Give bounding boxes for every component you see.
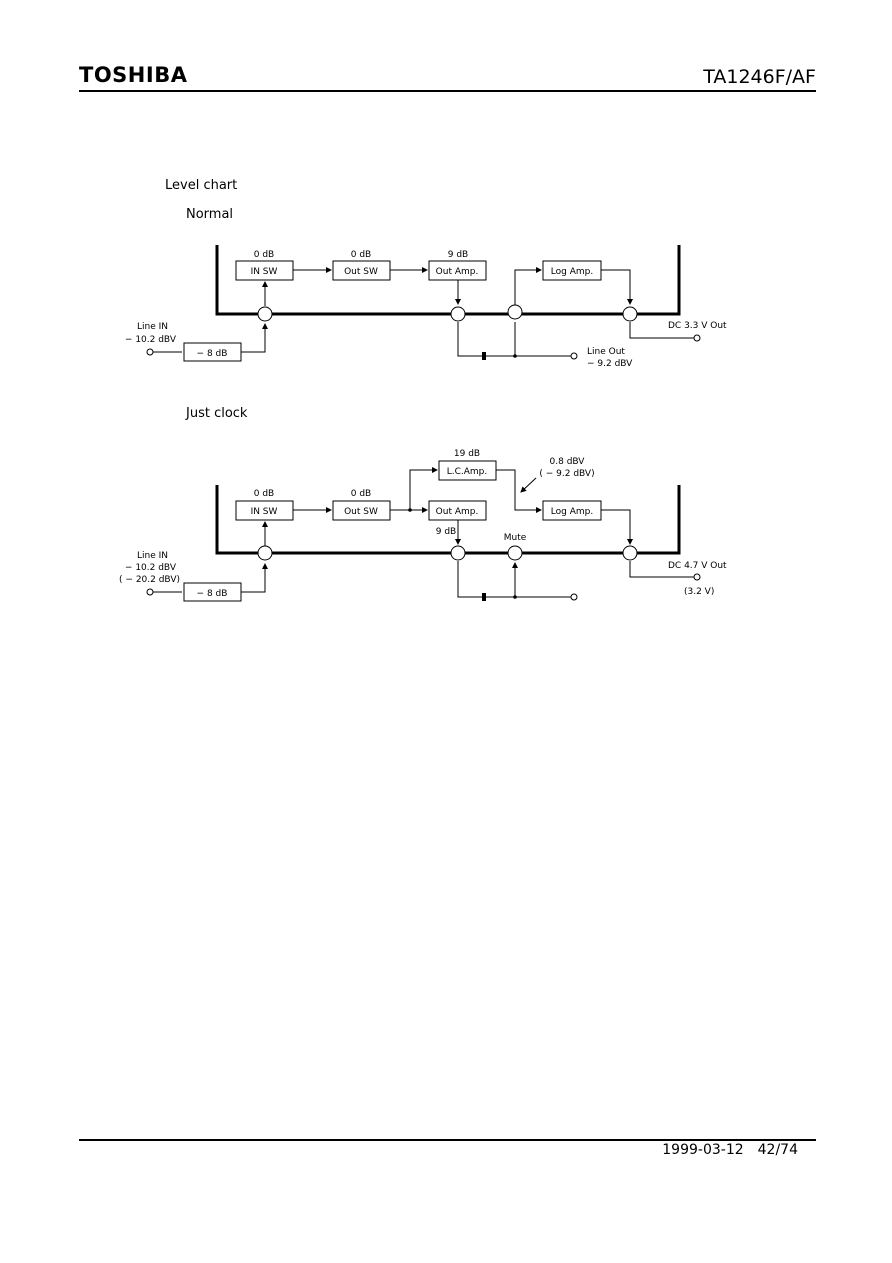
normal-line-out-label: Line Out — [587, 347, 625, 357]
jc-line-in-level: − 10.2 dBV — [125, 563, 177, 573]
footer-page: 42/74 — [757, 1142, 798, 1158]
normal-diagram — [146, 245, 701, 362]
normal-labels: 0 dB 0 dB 9 dB IN SW Out SW Out Amp. Log… — [125, 250, 727, 369]
part-number: TA1246F/AF — [703, 66, 816, 88]
footer-date: 1999-03-12 — [662, 1142, 744, 1158]
jc-dc-out-label: DC 4.7 V Out — [668, 561, 727, 571]
jc-lc-level: 0.8 dBV — [550, 457, 586, 467]
jc-mute-label: Mute — [504, 533, 527, 543]
normal-line-in-label: Line IN — [137, 322, 168, 332]
jc-out-sw-gain: 0 dB — [351, 489, 371, 499]
header-rule — [79, 90, 816, 92]
just-clock-diagram — [146, 460, 701, 602]
jc-out-amp-gain: 9 dB — [436, 527, 456, 537]
just-clock-heading: Just clock — [186, 406, 248, 421]
normal-heading: Normal — [186, 207, 234, 222]
normal-bus-frame — [215, 245, 681, 316]
normal-in-sw-gain: 0 dB — [254, 250, 274, 260]
jc-lc-amp-gain: 19 dB — [454, 449, 480, 459]
jc-line-in-label: Line IN — [137, 551, 168, 561]
normal-dc-out-label: DC 3.3 V Out — [668, 321, 727, 331]
jc-log-amp-label: Log Amp. — [551, 507, 593, 517]
section-title: Level chart — [165, 178, 238, 193]
normal-out-amp-gain: 9 dB — [448, 250, 468, 260]
normal-line-out-level: − 9.2 dBV — [587, 359, 633, 369]
jc-atten-label: − 8 dB — [197, 589, 228, 599]
jc-in-sw-label: IN SW — [251, 507, 278, 517]
normal-line-in-level: − 10.2 dBV — [125, 335, 177, 345]
footer: 1999-03-12 42/74 — [662, 1142, 798, 1158]
normal-in-sw-label: IN SW — [251, 267, 278, 277]
normal-out-amp-label: Out Amp. — [436, 267, 479, 277]
jc-in-sw-gain: 0 dB — [254, 489, 274, 499]
toshiba-logo: TOSHIBA — [79, 63, 188, 87]
footer-rule — [79, 1139, 816, 1141]
just-clock-bus-frame — [215, 485, 681, 555]
jc-out-sw-label: Out SW — [344, 507, 378, 517]
jc-lc-amp-label: L.C.Amp. — [447, 467, 488, 477]
jc-lc-level-alt: ( − 9.2 dBV) — [539, 469, 594, 479]
normal-atten-label: − 8 dB — [197, 349, 228, 359]
jc-dc-out-alt: (3.2 V) — [684, 587, 714, 597]
normal-out-sw-label: Out SW — [344, 267, 378, 277]
normal-log-amp-label: Log Amp. — [551, 267, 593, 277]
normal-out-sw-gain: 0 dB — [351, 250, 371, 260]
jc-line-in-level-alt: ( − 20.2 dBV) — [119, 575, 180, 585]
just-clock-labels: 0 dB 0 dB 19 dB 9 dB IN SW Out SW L.C.Am… — [119, 449, 727, 599]
jc-out-amp-label: Out Amp. — [436, 507, 479, 517]
